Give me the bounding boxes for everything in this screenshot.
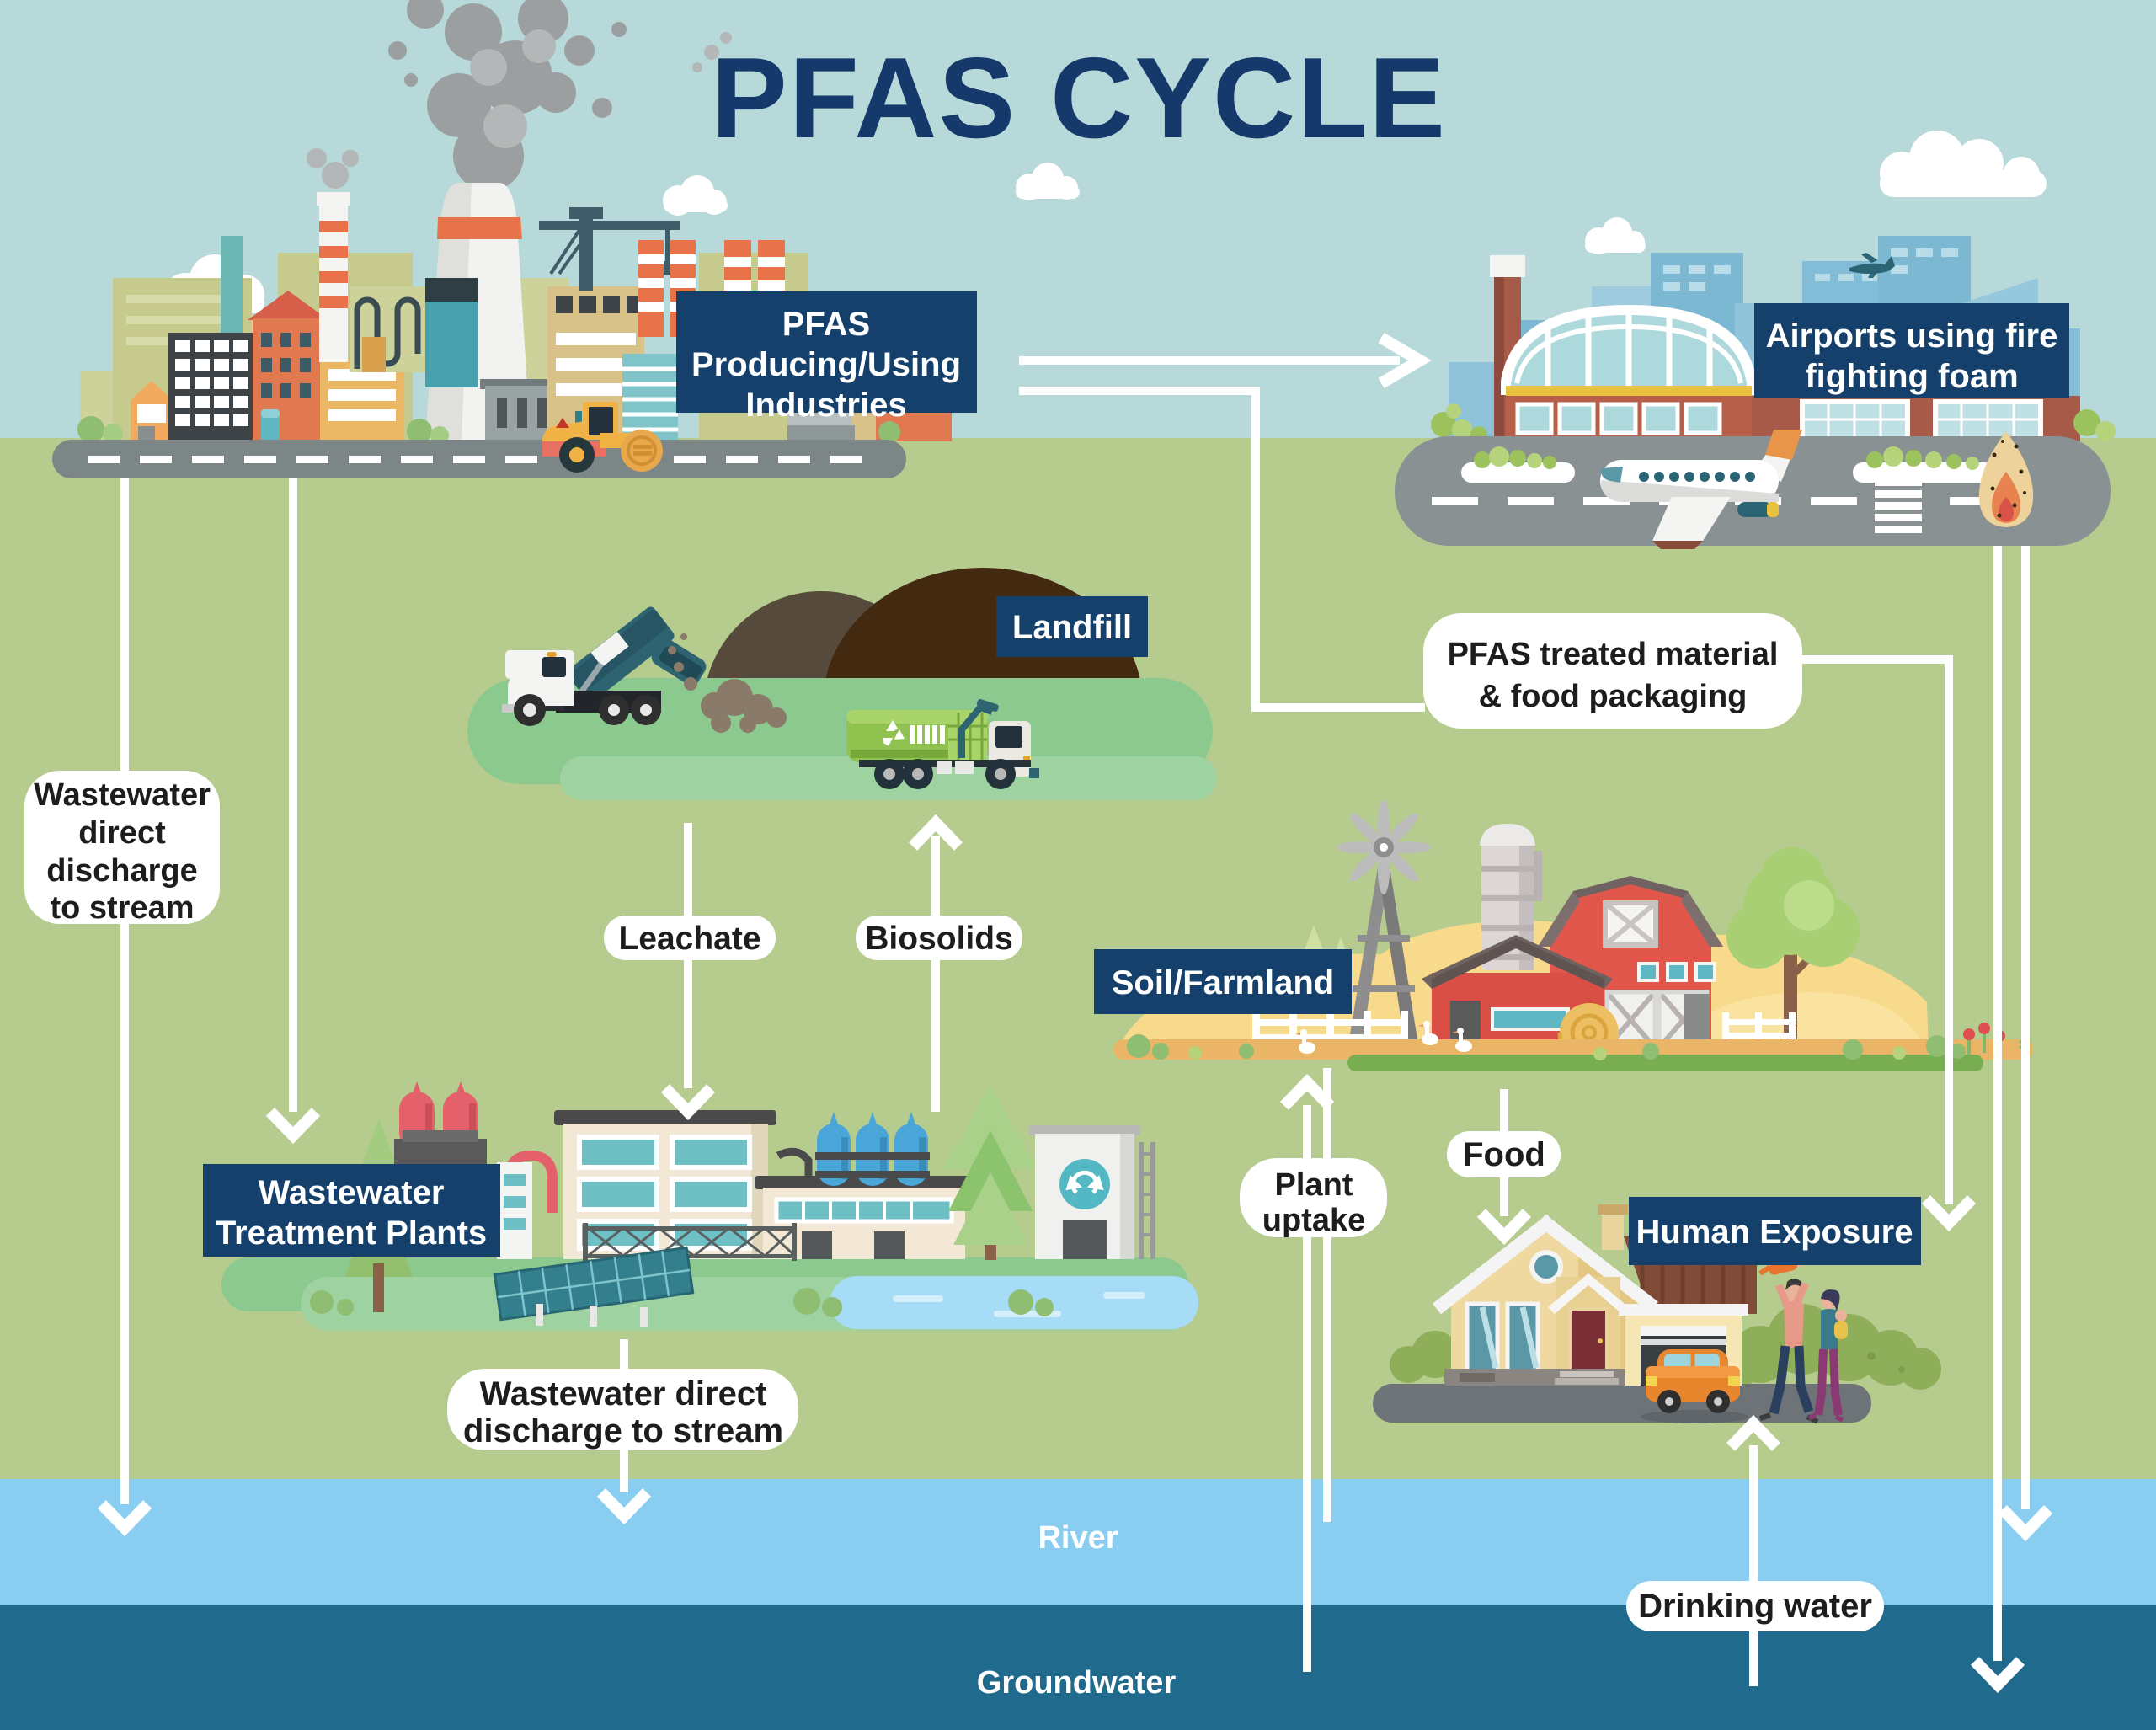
svg-text:Leachate: Leachate xyxy=(618,921,760,957)
svg-text:Airports using fire: Airports using fire xyxy=(1766,318,2058,355)
svg-text:direct: direct xyxy=(78,815,166,851)
svg-text:Biosolids: Biosolids xyxy=(865,921,1013,957)
svg-text:& food packaging: & food packaging xyxy=(1479,679,1748,714)
svg-text:Wastewater direct: Wastewater direct xyxy=(480,1375,767,1412)
svg-text:Groundwater: Groundwater xyxy=(977,1665,1177,1701)
svg-text:Landfill: Landfill xyxy=(1012,609,1132,646)
svg-text:Soil/Farmland: Soil/Farmland xyxy=(1112,964,1335,1001)
svg-text:Industries: Industries xyxy=(745,387,906,424)
svg-text:fighting foam: fighting foam xyxy=(1805,358,2018,395)
svg-text:discharge: discharge xyxy=(46,853,198,889)
svg-text:PFAS: PFAS xyxy=(782,306,870,343)
svg-text:River: River xyxy=(1038,1520,1118,1556)
svg-text:discharge to stream: discharge to stream xyxy=(463,1412,783,1450)
svg-text:to stream: to stream xyxy=(50,890,194,926)
svg-text:PFAS CYCLE: PFAS CYCLE xyxy=(711,34,1447,162)
svg-text:Plant: Plant xyxy=(1275,1167,1353,1203)
svg-text:Drinking water: Drinking water xyxy=(1638,1588,1872,1625)
svg-text:PFAS treated material: PFAS treated material xyxy=(1448,637,1779,672)
svg-text:Treatment Plants: Treatment Plants xyxy=(216,1215,487,1252)
svg-text:Food: Food xyxy=(1463,1136,1545,1173)
svg-text:Wastewater: Wastewater xyxy=(34,777,211,813)
svg-text:Human Exposure: Human Exposure xyxy=(1636,1214,1913,1251)
svg-text:uptake: uptake xyxy=(1262,1203,1365,1238)
svg-text:Producing/Using: Producing/Using xyxy=(691,346,961,383)
svg-text:Wastewater: Wastewater xyxy=(259,1174,445,1211)
